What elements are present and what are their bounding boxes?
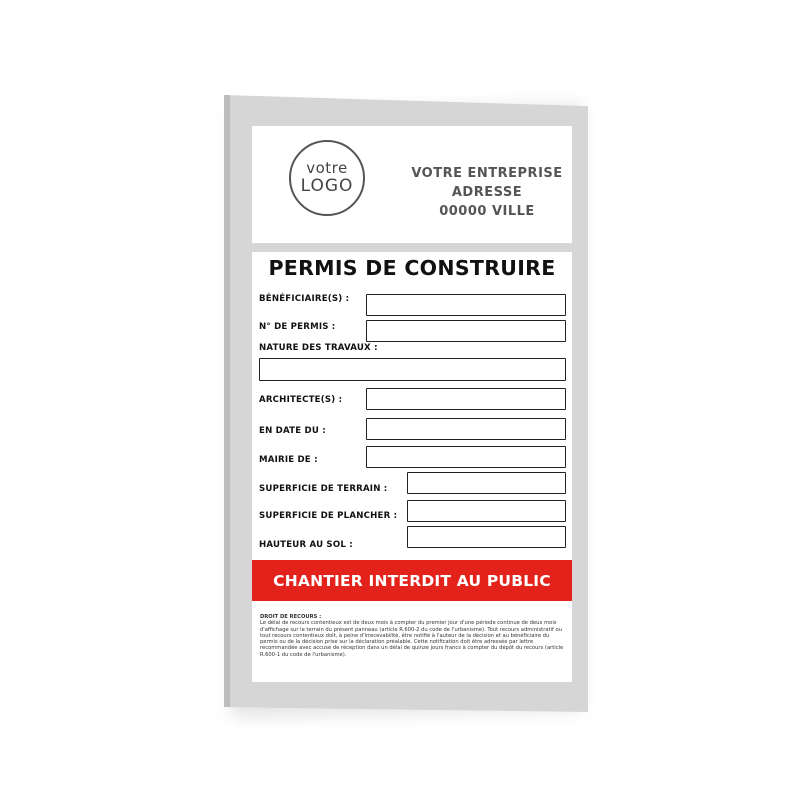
superficie-plancher-label: SUPERFICIE DE PLANCHER :: [259, 511, 398, 521]
permit-form: PERMIS DE CONSTRUIRE BÉNÉFICIAIRE(S) : N…: [252, 252, 572, 682]
company-city: 00000 VILLE: [439, 204, 535, 219]
superficie-terrain-label: SUPERFICIE DE TERRAIN :: [259, 484, 388, 494]
sign-panel-edge: [224, 95, 230, 707]
sign-header: votre LOGO VOTRE ENTREPRISE ADRESSE 0000…: [252, 126, 572, 243]
company-address: ADRESSE: [451, 185, 523, 200]
date-field[interactable]: [366, 418, 566, 440]
hauteur-sol-label: HAUTEUR AU SOL :: [259, 540, 353, 550]
droit-de-recours: DROIT DE RECOURS : Le délai de recours c…: [260, 614, 566, 658]
superficie-plancher-field[interactable]: [407, 500, 566, 522]
permit-number-field[interactable]: [366, 320, 566, 342]
hauteur-sol-field[interactable]: [407, 526, 566, 548]
logo-placeholder: votre LOGO: [289, 140, 365, 216]
beneficiaires-field[interactable]: [366, 294, 566, 316]
mairie-field[interactable]: [366, 446, 566, 468]
mairie-label: MAIRIE DE :: [259, 455, 318, 465]
nature-travaux-label: NATURE DES TRAVAUX :: [259, 343, 378, 353]
permit-number-label: N° DE PERMIS :: [259, 322, 336, 332]
company-name: VOTRE ENTREPRISE: [411, 166, 563, 181]
droit-de-recours-title: DROIT DE RECOURS :: [260, 614, 322, 620]
beneficiaires-label: BÉNÉFICIAIRE(S) :: [259, 294, 350, 304]
chantier-interdit-banner: CHANTIER INTERDIT AU PUBLIC: [252, 560, 572, 601]
architectes-field[interactable]: [366, 388, 566, 410]
company-info: VOTRE ENTREPRISE ADRESSE 00000 VILLE: [402, 164, 572, 221]
date-label: EN DATE DU :: [259, 426, 326, 436]
superficie-terrain-field[interactable]: [407, 472, 566, 494]
logo-text-top: votre: [306, 159, 348, 177]
form-title: PERMIS DE CONSTRUIRE: [268, 256, 556, 280]
logo-text-bottom: LOGO: [300, 176, 354, 196]
droit-de-recours-text: Le délai de recours contentieux est de d…: [260, 620, 564, 658]
architectes-label: ARCHITECTE(S) :: [259, 395, 343, 405]
nature-travaux-field[interactable]: [259, 358, 566, 381]
